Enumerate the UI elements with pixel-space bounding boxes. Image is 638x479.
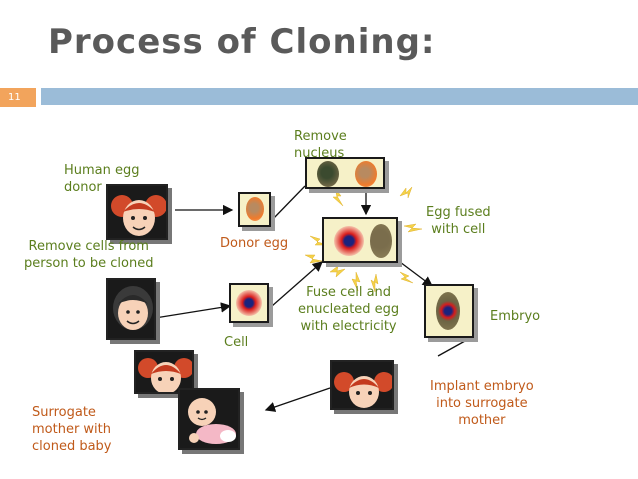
lightning-bolt-icon <box>304 186 423 293</box>
enucleated-egg <box>355 161 377 187</box>
embryo-box <box>424 284 474 338</box>
donor-egg-icon <box>246 197 264 221</box>
embryo-icon <box>436 292 460 330</box>
line-egg-to-remove <box>271 185 306 221</box>
surrogate-implant-icon <box>330 360 394 410</box>
fuse-cell-label: Fuse cell and enucleated egg with electr… <box>298 285 400 334</box>
surrogate-mother-icon <box>134 350 194 394</box>
remove-nucleus-label: Remove nucleus <box>294 129 347 161</box>
line-embryo-to-surrogate <box>437 335 475 357</box>
donor-egg-box <box>238 192 271 227</box>
cell-box <box>229 283 269 323</box>
girl-face-icon <box>106 184 168 240</box>
egg-fused-label: Egg fused with cell <box>426 205 491 237</box>
header-accent-band <box>41 88 638 105</box>
cell-label: Cell <box>224 335 249 350</box>
arrow-person-to-cell <box>154 302 232 319</box>
cell-icon <box>334 226 364 256</box>
human-egg-donor-label: Human egg donor <box>64 163 140 195</box>
surrogate-mother-label: Surrogate mother with cloned baby <box>32 405 112 454</box>
embryo-label: Embryo <box>490 309 541 324</box>
slide-number: 11 <box>0 88 36 107</box>
arrow-to-surrogate <box>264 387 331 412</box>
implant-embryo-label: Implant embryo into surrogate mother <box>430 379 534 428</box>
enucleated-egg-icon <box>370 224 392 258</box>
nucleus-egg <box>317 161 339 187</box>
woman-face-icon <box>106 278 156 340</box>
arrow-cell-to-fuse <box>271 261 323 307</box>
donor-egg-label: Donor egg <box>220 236 289 251</box>
slide-title: Process of Cloning: <box>48 22 436 62</box>
remove-nucleus-box <box>305 157 385 189</box>
baby-icon <box>178 388 240 450</box>
arrow-fuse-to-embryo <box>399 261 434 287</box>
remove-cells-label: Remove cells from person to be cloned <box>24 239 154 271</box>
cell-icon <box>236 290 262 316</box>
fuse-box <box>322 217 398 263</box>
